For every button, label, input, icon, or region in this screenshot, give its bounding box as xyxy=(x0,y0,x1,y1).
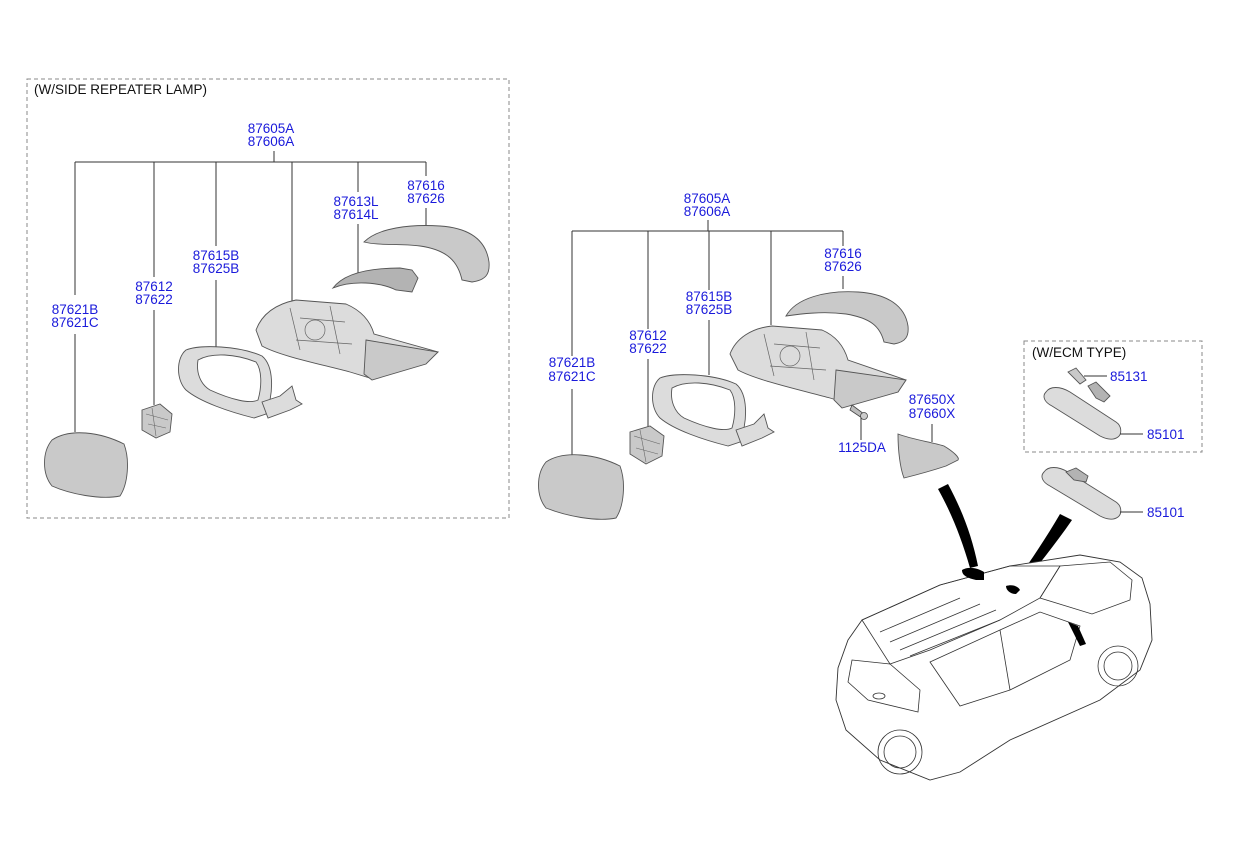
ecm-inside-mirror-drawing[interactable] xyxy=(1043,387,1122,440)
car-front-wheel xyxy=(1097,645,1139,687)
garnish-drawing[interactable] xyxy=(897,433,959,479)
left-group-border xyxy=(26,78,510,519)
mirror-holder-drawing[interactable] xyxy=(652,374,747,447)
part-label-actuator-2[interactable]: 87622 xyxy=(629,341,667,356)
part-label-cover-2[interactable]: 87626 xyxy=(407,191,445,206)
mirror-assembly-base-drawing xyxy=(833,369,907,409)
part-label-holder-2[interactable]: 87625B xyxy=(193,261,240,276)
car-rear-window xyxy=(847,659,921,713)
car-rear-wheel xyxy=(877,729,923,775)
mirror-cover-drawing[interactable] xyxy=(363,225,490,283)
mirror-holder-tab-drawing xyxy=(261,385,303,419)
center-leader-lines xyxy=(571,220,933,455)
part-label-holder-1[interactable]: 87615B xyxy=(193,248,240,263)
part-label-actuator-1[interactable]: 87612 xyxy=(135,279,173,294)
mirror-holder-drawing[interactable] xyxy=(178,346,273,419)
part-label-glass-2[interactable]: 87621C xyxy=(548,369,596,384)
part-label-holder-1[interactable]: 87615B xyxy=(686,289,733,304)
left-leader-lines xyxy=(74,151,427,432)
part-label-actuator-1[interactable]: 87612 xyxy=(629,328,667,343)
part-label-glass-1[interactable]: 87621B xyxy=(52,302,99,317)
actuator-drawing[interactable] xyxy=(629,425,665,465)
part-label-repeater-2[interactable]: 87614L xyxy=(333,207,379,222)
part-label-cover-1[interactable]: 87616 xyxy=(407,178,445,193)
part-label-repeater-1[interactable]: 87613L xyxy=(333,194,379,209)
part-label-garnish-2[interactable]: 87660X xyxy=(909,406,956,421)
car-windshield xyxy=(1039,561,1133,615)
screw-drawing[interactable] xyxy=(849,404,868,420)
left-group-w-side-repeater-lamp: (W/SIDE REPEATER LAMP) 87605A 87606A 876… xyxy=(26,78,510,519)
car-logo xyxy=(872,692,886,700)
part-label-assembly-2[interactable]: 87606A xyxy=(248,134,295,149)
part-label-inside-mirror[interactable]: 85101 xyxy=(1147,505,1185,520)
part-label-actuator-2[interactable]: 87622 xyxy=(135,292,173,307)
part-label-glass-2[interactable]: 87621C xyxy=(51,315,99,330)
part-label-glass-1[interactable]: 87621B xyxy=(549,355,596,370)
mirror-glass-drawing[interactable] xyxy=(44,432,128,498)
ecm-group-caption: (W/ECM TYPE) xyxy=(1032,345,1126,360)
mirror-holder-tab-drawing xyxy=(735,413,775,447)
ecm-group-border xyxy=(1023,340,1203,453)
ecm-cover-drawing[interactable] xyxy=(1067,367,1111,403)
mirror-cover-drawing[interactable] xyxy=(785,291,909,345)
part-label-assembly-1[interactable]: 87605A xyxy=(684,191,731,206)
ecm-group: (W/ECM TYPE) 85131 85101 xyxy=(1023,340,1203,453)
part-label-holder-2[interactable]: 87625B xyxy=(686,302,733,317)
car-roof-lines xyxy=(879,597,1001,657)
part-label-cover-1[interactable]: 87616 xyxy=(824,246,862,261)
part-label-garnish-1[interactable]: 87650X xyxy=(909,392,956,407)
part-label-assembly-1[interactable]: 87605A xyxy=(248,121,295,136)
part-label-ecm-inside-mirror[interactable]: 85101 xyxy=(1147,427,1185,442)
mirror-assembly-base-drawing xyxy=(363,339,439,381)
mirror-assembly-internal-detail xyxy=(763,331,827,381)
part-label-screw[interactable]: 1125DA xyxy=(838,440,886,455)
vehicle-illustration xyxy=(835,484,1153,781)
inside-mirror-marker xyxy=(1006,585,1020,594)
outside-mirror-marker xyxy=(962,567,984,580)
center-group: 87605A 87606A 87616 87626 87615B 87625B … xyxy=(538,191,959,520)
mirror-assembly-internal-detail xyxy=(289,305,353,355)
inside-mirror-drawing[interactable] xyxy=(1041,467,1122,520)
left-group-caption: (W/SIDE REPEATER LAMP) xyxy=(34,82,207,97)
inside-mirror-mount-drawing xyxy=(1065,467,1089,483)
repeater-lamp-drawing[interactable] xyxy=(331,267,419,293)
outside-mirror-marker-right xyxy=(1068,622,1086,646)
car-body xyxy=(835,554,1153,781)
actuator-drawing[interactable] xyxy=(141,403,173,439)
part-label-cover-2[interactable]: 87626 xyxy=(824,259,862,274)
inside-mirror-group: 85101 xyxy=(1041,467,1185,520)
mirror-glass-drawing[interactable] xyxy=(538,454,624,520)
car-side-windows xyxy=(929,611,1081,707)
location-arrow-outside-mirror xyxy=(938,484,978,568)
part-label-assembly-2[interactable]: 87606A xyxy=(684,204,731,219)
part-label-ecm-cover[interactable]: 85131 xyxy=(1110,369,1148,384)
